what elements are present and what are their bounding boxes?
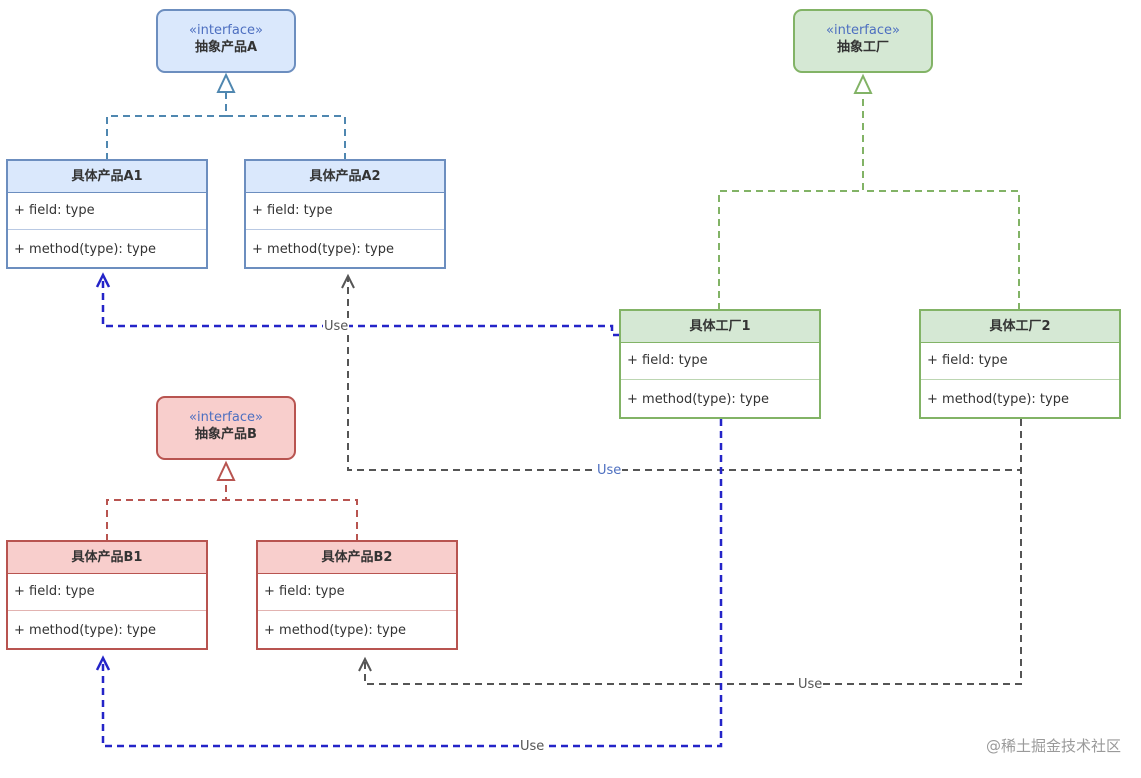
class-product-a2-name: 具体产品A2 <box>246 161 444 193</box>
use-label-f1-a1: Use <box>323 319 350 334</box>
class-product-b1[interactable]: 具体产品B1 + field: type + method(type): typ… <box>6 540 208 650</box>
use-f1-a1-arrow <box>95 272 111 288</box>
use-f2-b2-edge <box>364 419 1022 685</box>
class-factory-1-method: + method(type): type <box>627 392 769 407</box>
class-product-a2[interactable]: 具体产品A2 + field: type + method(type): typ… <box>244 159 446 269</box>
use-f2-a2-arrow <box>341 273 355 289</box>
realize-a2-edge <box>226 115 346 160</box>
interface-factory-stereotype: «interface» <box>826 23 900 38</box>
use-label-f2-b2: Use <box>797 677 824 692</box>
use-label-f1-b1: Use <box>519 739 546 754</box>
realize-a-arrowhead <box>216 72 236 93</box>
class-product-b1-method: + method(type): type <box>14 623 156 638</box>
class-product-b1-name: 具体产品B1 <box>8 542 206 574</box>
interface-product-b-name: 抽象产品B <box>195 427 257 442</box>
watermark: @稀土掘金技术社区 <box>985 737 1121 755</box>
class-factory-2-method: + method(type): type <box>927 392 1069 407</box>
class-product-b1-field: + field: type <box>8 574 206 611</box>
class-product-a2-field: + field: type <box>246 193 444 230</box>
use-f1-b1-arrow <box>95 655 111 671</box>
realize-f1-edge <box>718 93 864 310</box>
class-product-b2-field: + field: type <box>258 574 456 611</box>
realize-b-arrowhead <box>216 460 236 481</box>
use-f1-b1-edge <box>101 419 723 748</box>
class-factory-2-name: 具体工厂2 <box>921 311 1119 343</box>
class-product-a1-name: 具体产品A1 <box>8 161 206 193</box>
class-factory-2[interactable]: 具体工厂2 + field: type + method(type): type <box>919 309 1121 419</box>
realize-factory-arrowhead <box>853 73 873 94</box>
class-product-b2-name: 具体产品B2 <box>258 542 456 574</box>
realize-a1-edge <box>106 92 227 160</box>
realize-b2-edge <box>226 499 358 541</box>
class-product-a1-field: + field: type <box>8 193 206 230</box>
class-product-a1[interactable]: 具体产品A1 + field: type + method(type): typ… <box>6 159 208 269</box>
interface-factory-name: 抽象工厂 <box>836 40 889 55</box>
class-product-a2-method: + method(type): type <box>252 242 394 257</box>
interface-product-a-stereotype: «interface» <box>189 23 263 38</box>
class-product-a1-method: + method(type): type <box>14 242 156 257</box>
use-label-f2-a2: Use <box>596 463 623 478</box>
class-factory-1-name: 具体工厂1 <box>621 311 819 343</box>
interface-product-a[interactable]: «interface» 抽象产品A <box>156 9 296 73</box>
realize-b1-edge <box>106 480 227 541</box>
class-factory-1[interactable]: 具体工厂1 + field: type + method(type): type <box>619 309 821 419</box>
use-f1-a1-edge <box>101 276 620 337</box>
use-f2-b2-arrow <box>358 656 372 672</box>
class-factory-1-field: + field: type <box>621 343 819 380</box>
interface-product-b-stereotype: «interface» <box>189 410 263 425</box>
realize-f2-edge <box>863 190 1020 310</box>
interface-product-b[interactable]: «interface» 抽象产品B <box>156 396 296 460</box>
class-product-b2[interactable]: 具体产品B2 + field: type + method(type): typ… <box>256 540 458 650</box>
class-factory-2-field: + field: type <box>921 343 1119 380</box>
class-product-b2-method: + method(type): type <box>264 623 406 638</box>
interface-product-a-name: 抽象产品A <box>194 40 258 55</box>
interface-factory[interactable]: «interface» 抽象工厂 <box>793 9 933 73</box>
